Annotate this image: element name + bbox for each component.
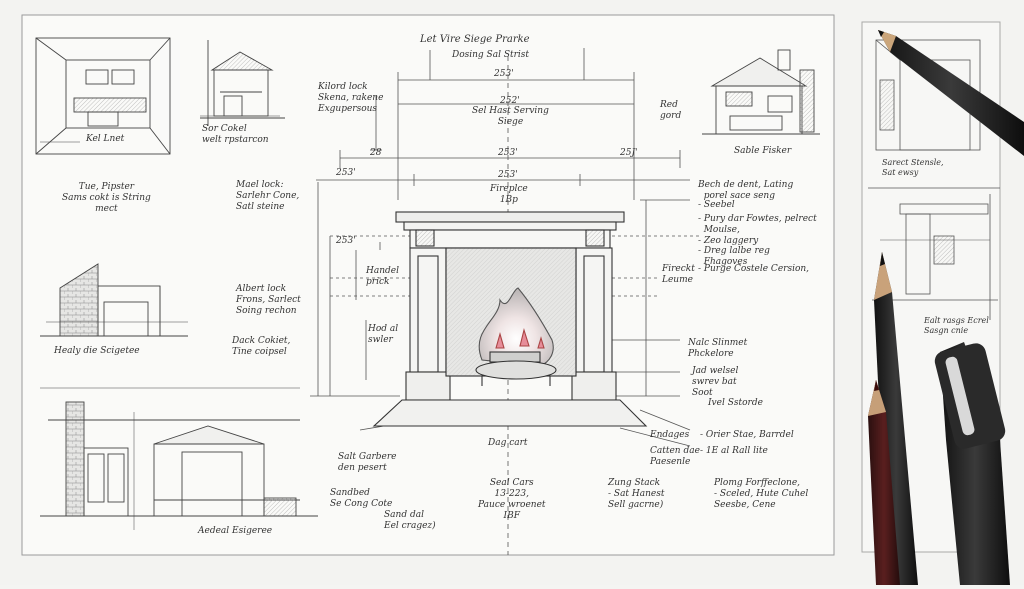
note-seebel: - Seebel [698, 200, 735, 210]
brick-house-sketch [40, 263, 188, 337]
note-side-top: Sarect Stensle, Sat ewsy [882, 158, 944, 177]
note-sandbed: Sandbed Se Cong Cote [330, 488, 393, 509]
note-hod-al: Hod al swler [368, 324, 399, 345]
note-fireckt: Fireckt Leume [662, 264, 695, 285]
dimension-label-3: 28 [370, 148, 382, 158]
note-al-rall: - 1E al Rall lite [700, 446, 768, 456]
note-zeo-laggery: - Zeo laggery [698, 236, 759, 246]
note-endages: Endages [650, 430, 690, 440]
note-dreg-lalbe: - Dreg lalbe reg Fhagoves [698, 246, 770, 267]
note-seal-cars: Seal Cars 13-223, Pauce wroenet IBF [478, 478, 546, 521]
title-line-2: Dosing Sal Strist [452, 50, 530, 60]
note-stair: Sor Cokel welt rpstarcon [202, 124, 269, 145]
note-sable-fisker: Sable Fisker [734, 146, 792, 156]
side-sketches [868, 39, 1000, 320]
note-orier-stae: - Orier Stae, Barrdel [700, 430, 794, 440]
front-elevation-sketch [40, 387, 318, 530]
note-catten-dae: Catten dae Paesenle [650, 446, 700, 467]
note-plomg: Plomg Forffeclone, - Sceled, Hute Cuhel … [714, 478, 809, 510]
note-kilord: Kilord lock Skena, rakene Exgupersous [318, 82, 384, 114]
stair-sketch [200, 40, 285, 126]
note-ivel-sstorde: Ivel Sstorde [708, 398, 763, 408]
note-zung-stack: Zung Stack - Sat Hanest Sell gacrne) [608, 478, 665, 510]
note-bech-dent: Bech de dent, Lating porel sace seng [698, 180, 794, 201]
note-purge-costele: - Purge Costele Cersion, [698, 264, 810, 274]
dimension-label-2: 252' [500, 96, 520, 106]
note-sel-hast: Sel Hast Serving Siege [472, 106, 549, 127]
house-elevation-sketch [702, 49, 820, 135]
pencil-top-icon [878, 30, 1024, 156]
dimension-label-5: 25J' [620, 148, 638, 158]
note-side-bottom: Ealt rasgs Ecrel Sasgn cnie [924, 316, 989, 335]
note-healy: Healy die Scigetee [54, 346, 140, 356]
title-line-1: Let Vire Siege Prarke [420, 34, 530, 45]
note-fireplace-label: Fireplce 1Bp [490, 184, 528, 205]
note-bach-cokie: Dack Cokiet, Tine coipsel [232, 336, 291, 357]
dimension-label-7: 253' [498, 170, 518, 180]
note-red-gord: Red gord [660, 100, 682, 121]
dimension-label-6: 253' [336, 168, 356, 178]
note-dag-cart: Dag cart [488, 438, 528, 448]
pencil-red-icon [868, 380, 900, 585]
note-kitchen: Kel Lnet [86, 134, 125, 144]
note-salt-garbere: Salt Garbere den pesert [338, 452, 397, 473]
dimension-label-top: 253' [494, 69, 514, 79]
dimension-label-4: 253' [498, 148, 518, 158]
note-aedeal: Aedeal Esigeree [198, 526, 273, 536]
note-albert-lock: Albert lock Frons, Sarlect Soing rechon [236, 284, 301, 316]
note-handel: Handel prick [366, 266, 399, 287]
note-mael-lock: Mael lock: Sarlehr Cone, Satl steine [236, 180, 300, 212]
note-pury-dar: - Pury dar Fowtes, pelrect Moulse, [698, 214, 817, 235]
pen-icon [934, 342, 1010, 585]
note-jad-welsel: Jad welsel swrev bat Soot [692, 366, 739, 398]
fireplace-drawing [372, 211, 648, 427]
dimension-label-8: 253' [336, 236, 356, 246]
note-tue-pipster: Tue, Pipster Sams cokt is String mect [62, 182, 151, 214]
kitchen-sketch [35, 37, 171, 155]
note-nalc-slinmet: Nalc Slinmet Phckelore [688, 338, 748, 359]
note-sand-dal: Sand dal Eel cragez) [384, 510, 436, 531]
